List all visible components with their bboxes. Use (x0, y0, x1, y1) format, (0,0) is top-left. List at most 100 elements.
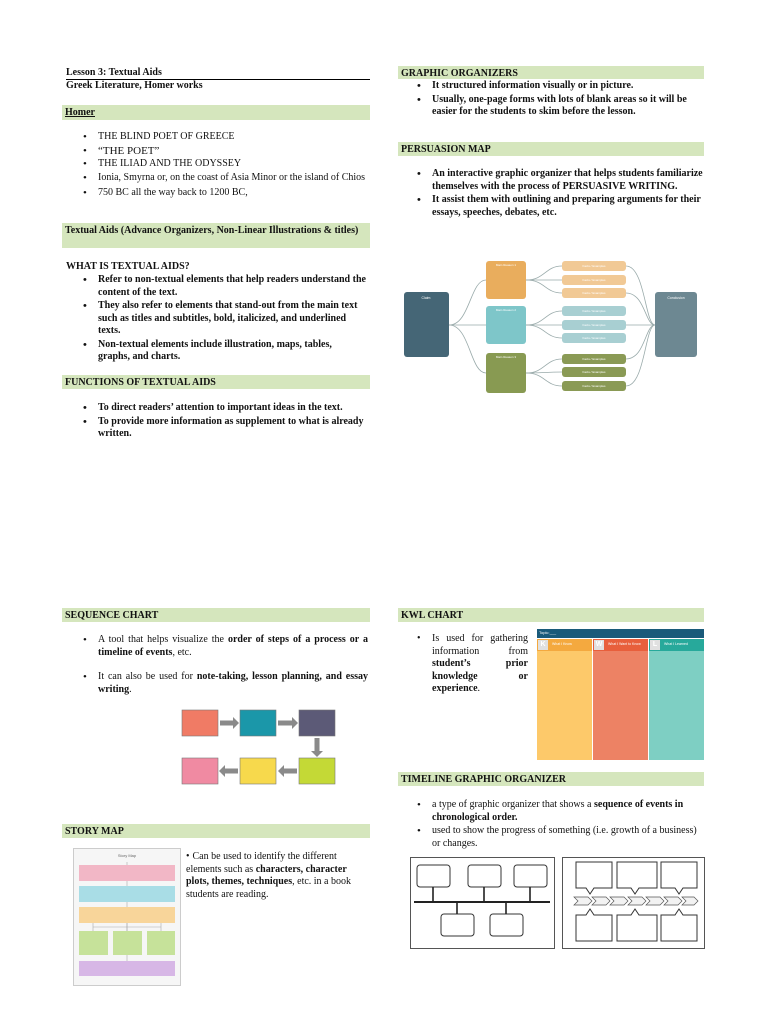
reason-label: Main Reason 1 (496, 263, 517, 267)
timeline-box (489, 913, 524, 937)
graphic-organizers-list: It structured information visually or in… (400, 80, 704, 120)
arrow-head (311, 751, 323, 757)
fact-label: Facts / Examples (582, 357, 606, 361)
list-item: Usually, one-page forms with lots of bla… (400, 94, 704, 119)
persuasion-map-heading: PERSUASION MAP (398, 142, 704, 156)
list-item: THE ILIAD AND THE ODYSSEY (66, 158, 366, 171)
homer-heading: Homer (62, 105, 370, 120)
callout-box (616, 908, 658, 942)
functions-list: To direct readers’ attention to importan… (66, 402, 366, 442)
textual-aids-heading: Textual Aids (Advance Organizers, Non-Li… (62, 223, 370, 248)
fact-label: Facts / Examples (582, 291, 606, 295)
kwl-chart-heading: KWL CHART (398, 608, 704, 622)
timeline-box (467, 864, 502, 888)
item-text: It can also be used for (98, 671, 197, 682)
kwl-label: What I Learned (664, 642, 688, 646)
kwl-label: What I Know (552, 642, 572, 646)
reason-box-3 (486, 353, 526, 393)
list-item: Refer to non-textual elements that help … (66, 274, 366, 299)
timeline-diagram-1 (410, 857, 555, 949)
fact-box (562, 354, 626, 364)
sequence-step (239, 709, 277, 737)
kwl-column-k: K What I Know (537, 639, 592, 760)
callout-box (616, 861, 658, 895)
claim-box (404, 292, 449, 357)
list-item: a type of graphic organizer that shows a… (400, 799, 700, 824)
kwl-label: What I Want to Know (608, 642, 641, 646)
list-item: Ionia, Smyrna or, on the coast of Asia M… (66, 172, 366, 185)
timeline-box (416, 864, 451, 888)
story-map-box (79, 931, 108, 955)
conclusion-label: Conclusion (667, 296, 684, 300)
kwl-topic: Topic:___ (537, 629, 704, 638)
fact-box (562, 261, 626, 271)
lesson-title-block: Lesson 3: Textual Aids (66, 67, 370, 80)
fact-label: Facts / Examples (582, 309, 606, 313)
kwl-chart-text: •Is used for gathering information from … (417, 633, 528, 694)
item-text: . (129, 683, 132, 695)
what-is-list: Refer to non-textual elements that help … (66, 274, 366, 365)
list-item: “THE POET” (66, 145, 366, 158)
fact-box (562, 320, 626, 330)
fact-label: Facts / Examples (582, 384, 606, 388)
reason-label: Main Reason 2 (496, 308, 517, 312)
story-map-heading: STORY MAP (62, 824, 370, 838)
sequence-chart-heading: SEQUENCE CHART (62, 608, 370, 622)
list-item: To direct readers’ attention to importan… (66, 402, 366, 415)
fact-box (562, 367, 626, 377)
list-item: It structured information visually or in… (400, 80, 704, 93)
list-item: THE BLIND POET OF GREECE (66, 131, 366, 144)
fact-label: Facts / Examples (582, 278, 606, 282)
claim-label: Claim (422, 296, 431, 300)
list-item: An interactive graphic organizer that he… (400, 168, 704, 193)
story-map-row (79, 865, 175, 881)
graphic-organizers-heading: GRAPHIC ORGANIZERS (398, 66, 704, 79)
item-bold: order of steps of a process or a timelin… (98, 634, 368, 658)
story-map-box (147, 931, 175, 955)
reason-box-2 (486, 306, 526, 344)
arrow-head (278, 765, 284, 777)
what-is-title: WHAT IS TEXTUAL AIDS? (66, 261, 190, 272)
fact-box (562, 288, 626, 298)
homer-list: THE BLIND POET OF GREECE “THE POET” THE … (66, 131, 366, 201)
kwl-letter: K (538, 640, 548, 650)
timeline-heading: TIMELINE GRAPHIC ORGANIZER (398, 772, 704, 786)
sequence-step (298, 709, 336, 737)
timeline-diagram-2 (562, 857, 705, 949)
fact-box (562, 381, 626, 391)
fact-box (562, 333, 626, 343)
list-item: Non-textual elements include illustratio… (66, 339, 366, 364)
item-text: , etc. (172, 646, 192, 658)
lesson-subtitle: Greek Literature, Homer works (66, 80, 203, 91)
callout-box (575, 861, 613, 895)
arrow-head (233, 717, 239, 729)
arrow-head (219, 765, 225, 777)
persuasion-map-list: An interactive graphic organizer that he… (400, 168, 704, 220)
story-map-text: •Can be used to identify the different e… (186, 851, 351, 900)
story-map-row (79, 907, 175, 923)
list-item: used to show the progress of something (… (400, 825, 700, 850)
kwl-column-w: W What I Want to Know (593, 639, 648, 760)
fact-box (562, 306, 626, 316)
sequence-chart-diagram (181, 709, 336, 785)
item-text: Is used for gathering information from (432, 633, 528, 657)
item-bold: characters, character plots, themes, tec… (186, 863, 347, 888)
fact-label: Facts / Examples (582, 323, 606, 327)
fact-label: Facts / Examples (582, 336, 606, 340)
fact-label: Facts / Examples (582, 370, 606, 374)
reason-label: Main Reason 3 (496, 355, 517, 359)
arrow-head (292, 717, 298, 729)
list-item: A tool that helps visualize the order of… (66, 634, 368, 659)
sequence-step (298, 757, 336, 785)
story-map-title: Story Map (118, 853, 137, 858)
item-text: a type of graphic organizer that shows a (432, 799, 594, 810)
reason-box-1 (486, 261, 526, 299)
item-bold: sequence of events in chronological orde… (432, 799, 684, 823)
story-map-box (113, 931, 142, 955)
callout-box (660, 908, 698, 942)
kwl-chart-diagram: Topic:___ K What I Know W What I Want to… (537, 629, 704, 760)
item-text: . (477, 683, 481, 694)
callout-box (660, 861, 698, 895)
sequence-step (239, 757, 277, 785)
timeline-box (513, 864, 548, 888)
